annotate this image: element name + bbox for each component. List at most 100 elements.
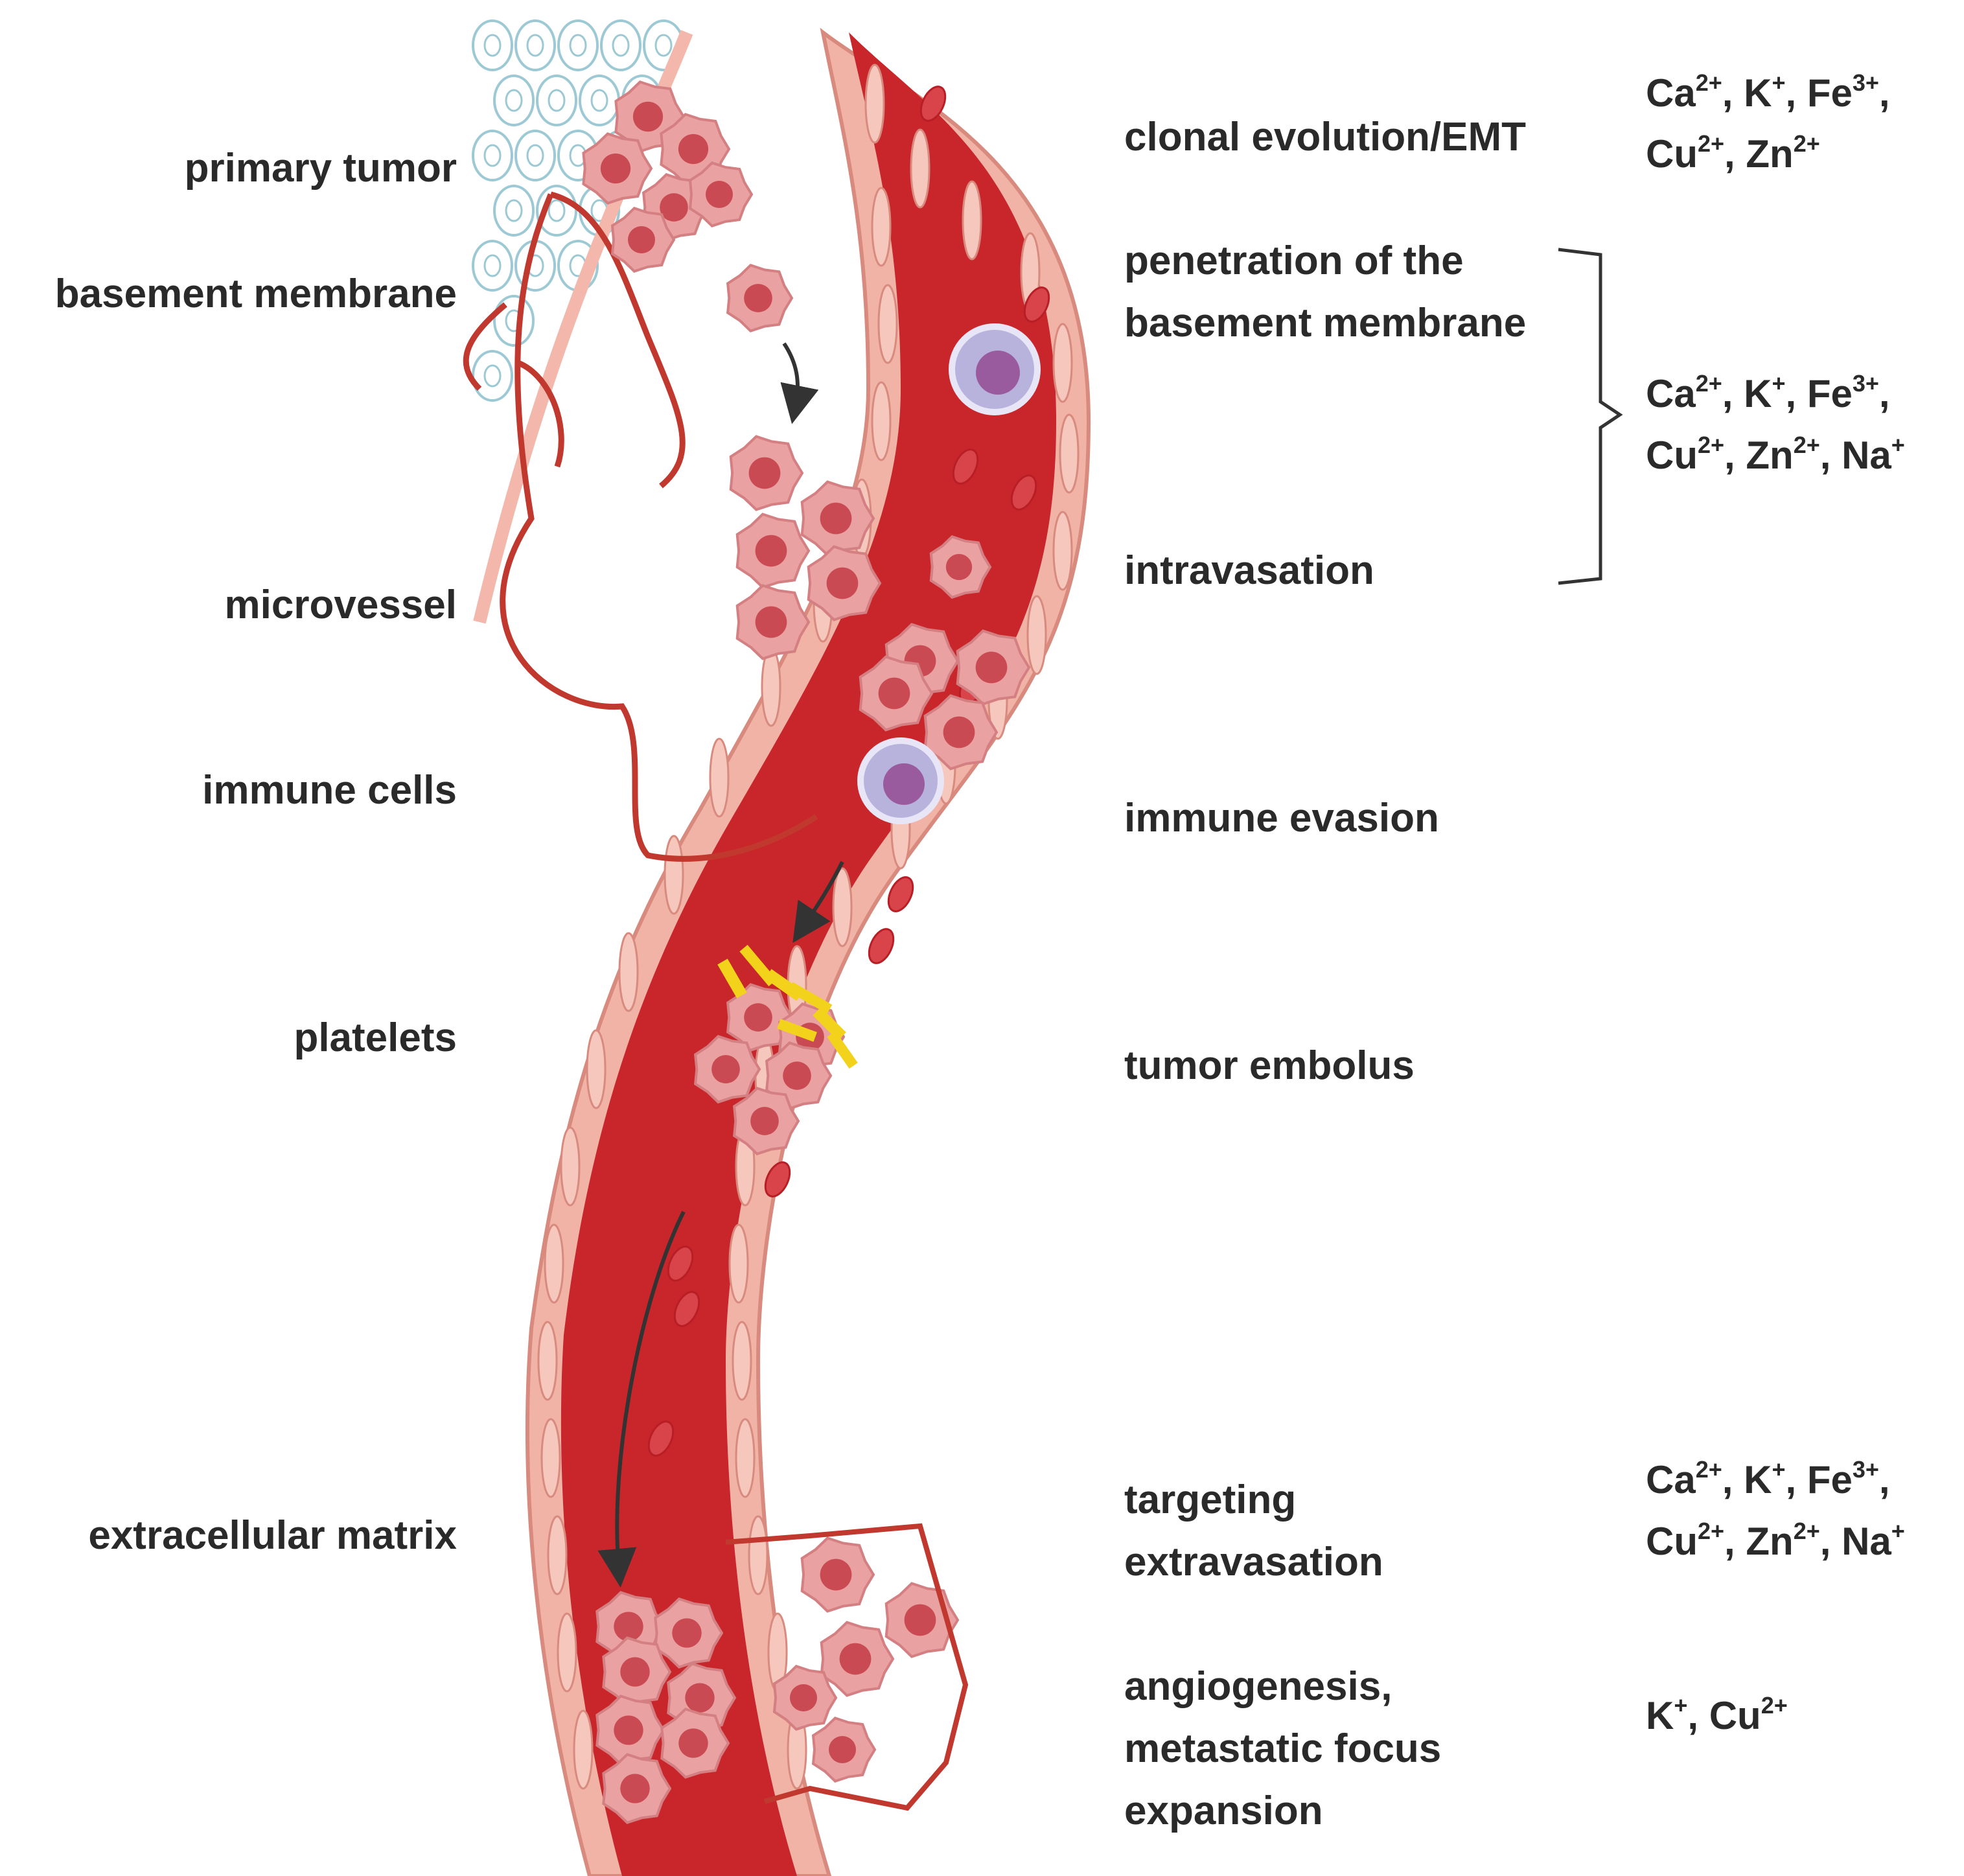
red-blood-cell (887, 876, 914, 912)
label-extracellular-matrix: extracellular matrix (88, 1513, 457, 1558)
endothelial-cell (537, 1321, 558, 1401)
step-clonal-evolution: clonal evolution/EMT (1124, 115, 1527, 159)
tumor-cell (735, 584, 811, 660)
label-basement-membrane: basement membrane (54, 272, 457, 316)
epithelial-cell (557, 19, 599, 71)
endothelial-cell (877, 284, 898, 364)
epithelial-cell (472, 350, 513, 402)
step-angiogenesis-line3: expansion (1124, 1789, 1323, 1833)
step-angiogenesis-line2: metastatic focus (1124, 1726, 1442, 1771)
red-blood-cell (952, 448, 979, 485)
step-tumor-embolus: tumor embolus (1124, 1043, 1415, 1088)
metastatic-focus-outline (725, 1523, 969, 1811)
endothelial-cell (832, 867, 853, 947)
tumor-cell (800, 1536, 875, 1613)
endothelial-cell (560, 1126, 581, 1207)
arrow-invasion (780, 342, 819, 424)
tumor-cell (688, 161, 754, 227)
endothelial-cell (664, 835, 684, 915)
step-penetration-line2: basement membrane (1124, 301, 1527, 345)
platelet (813, 1007, 846, 1041)
platelets (717, 945, 858, 1069)
tumor-cell (732, 1087, 800, 1155)
tumor-cell (929, 535, 992, 599)
blood-vessel-lumen (560, 32, 1056, 1876)
endothelial-cell (962, 180, 982, 261)
epithelial-cell (493, 75, 535, 126)
platelet (777, 1019, 817, 1042)
step-immune-evasion: immune evasion (1124, 796, 1439, 840)
step-targeting-line2: extravasation (1124, 1540, 1383, 1584)
endothelial-cell (557, 1612, 577, 1693)
tumor-cell (693, 1035, 761, 1104)
red-blood-cell (919, 86, 947, 122)
tumor-cell (956, 629, 1031, 706)
tumor-cells (582, 80, 1031, 1824)
ions-group3-line1: Ca2+, K+, Fe3+, (1646, 1456, 1890, 1502)
endothelial-cell (547, 1515, 568, 1595)
tumor-cell (610, 207, 676, 273)
tumor-cell (660, 1708, 730, 1779)
epithelial-cell (472, 19, 513, 71)
ions-group4: K+, Cu2+ (1646, 1692, 1788, 1738)
tumor-cell (800, 480, 875, 557)
ions-group1-line2: Cu2+, Zn2+ (1646, 130, 1820, 176)
endothelial-cell (586, 1029, 607, 1109)
epithelial-cell (514, 19, 556, 71)
endothelial-cell (1052, 323, 1073, 403)
tumor-cell (726, 264, 794, 332)
endothelial-cell (618, 932, 639, 1012)
tumor-cell (582, 132, 653, 205)
tumor-cell (729, 435, 804, 511)
tumor-cell (595, 1695, 665, 1766)
ions-group2-line2: Cu2+, Zn2+, Na+ (1646, 432, 1905, 478)
endothelial-cell (1026, 595, 1047, 675)
epithelial-cell (536, 75, 577, 126)
step-intravasation: intravasation (1124, 548, 1374, 593)
red-blood-cell (764, 1161, 791, 1198)
tumor-cell (602, 1753, 672, 1824)
epithelial-cell (600, 19, 641, 71)
endothelial-cell (761, 647, 781, 727)
step-targeting-line1: targeting (1124, 1477, 1297, 1522)
tumor-cell (923, 694, 999, 770)
endothelial-cell (732, 1321, 752, 1401)
tumor-cell (726, 983, 794, 1052)
step-angiogenesis-line1: angiogenesis, (1124, 1664, 1392, 1709)
ions-group3-line2: Cu2+, Zn2+, Na+ (1646, 1518, 1905, 1564)
tumor-cell (859, 655, 934, 732)
endothelial-cell (871, 381, 892, 461)
epithelial-cell (493, 185, 535, 237)
arrow-immune (792, 861, 844, 943)
step-bracket (1558, 248, 1623, 585)
endothelial-cell (540, 1418, 561, 1498)
tumor-cell (735, 513, 811, 589)
endothelial-cell (735, 1418, 756, 1498)
endothelial-cell (871, 187, 892, 267)
endothelial-cell (748, 1515, 768, 1595)
endothelial-cell (728, 1223, 749, 1304)
tumor-cell (765, 1041, 833, 1110)
tumor-cell (807, 545, 882, 621)
epithelial-cell (472, 130, 513, 181)
red-blood-cell (868, 928, 895, 964)
tumor-cell (654, 1597, 724, 1669)
immune-cell-1 (949, 323, 1041, 415)
platelet (827, 1030, 858, 1069)
endothelial-cell (1052, 511, 1073, 591)
tumor-cell (820, 1621, 895, 1697)
immune-cell-2 (857, 737, 944, 824)
endothelial-cells (537, 64, 1080, 1790)
label-platelets: platelets (294, 1015, 457, 1060)
label-immune-cells: immune cells (202, 768, 457, 813)
tumor-cell (602, 1636, 672, 1708)
endothelial-cell (1059, 413, 1080, 494)
epithelial-cell (472, 240, 513, 292)
endothelial-cell (544, 1223, 564, 1304)
red-blood-cell (647, 1420, 675, 1457)
epithelial-cell (579, 75, 620, 126)
red-blood-cell (667, 1245, 694, 1282)
endothelial-cell (910, 128, 930, 209)
red-blood-cell (673, 1291, 700, 1327)
